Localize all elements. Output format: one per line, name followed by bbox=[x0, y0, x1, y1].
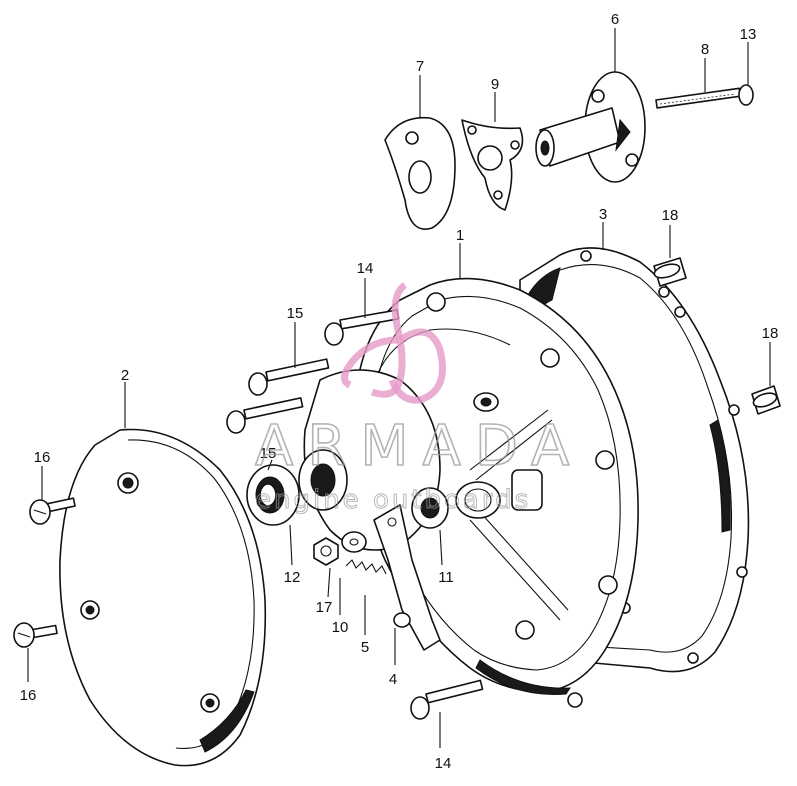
pin-4 bbox=[393, 612, 411, 628]
oil-seal-12 bbox=[246, 464, 300, 526]
screw-16-upper bbox=[29, 497, 76, 525]
callout-17: 17 bbox=[316, 599, 333, 616]
advancer-plate-7 bbox=[384, 116, 456, 230]
condenser-11 bbox=[411, 487, 449, 529]
watermark-tagline: engine outboards bbox=[255, 485, 531, 515]
callout-4: 4 bbox=[389, 671, 397, 688]
callout-3: 3 bbox=[599, 206, 607, 223]
callout-14-upper: 14 bbox=[357, 260, 374, 277]
callout-11: 11 bbox=[438, 569, 454, 586]
callout-12: 12 bbox=[284, 569, 301, 586]
watermark: ARMADA engine outboards bbox=[254, 282, 583, 516]
leader-lines bbox=[27, 28, 771, 748]
bolt-14-upper bbox=[324, 309, 400, 346]
callout-18-lower: 18 bbox=[762, 325, 779, 342]
bolt-8 bbox=[655, 87, 742, 109]
nut-17 bbox=[313, 537, 339, 566]
contact-breaker-5 bbox=[373, 504, 441, 651]
washer bbox=[341, 531, 367, 553]
dowel-18-upper bbox=[653, 257, 687, 287]
housing-1 bbox=[353, 277, 639, 708]
point-cover-2 bbox=[59, 428, 267, 767]
callout-15-lower: 15 bbox=[260, 445, 277, 462]
callout-1: 1 bbox=[456, 227, 464, 244]
callout-5: 5 bbox=[361, 639, 369, 656]
callout-16-upper: 16 bbox=[34, 449, 51, 466]
bolt-15-upper bbox=[248, 358, 330, 396]
spring-10 bbox=[345, 559, 387, 575]
callout-7: 7 bbox=[416, 58, 424, 75]
callout-2: 2 bbox=[121, 367, 129, 384]
callout-13: 13 bbox=[740, 26, 757, 43]
spark-advancer-6 bbox=[535, 71, 646, 183]
weight-plate-9 bbox=[461, 119, 524, 211]
dowel-18-lower bbox=[751, 385, 781, 415]
washer-13 bbox=[738, 84, 754, 106]
callout-18-upper: 18 bbox=[662, 207, 679, 224]
callout-labels: 1 2 3 4 5 6 7 8 9 10 11 12 13 14 14 15 1… bbox=[20, 11, 779, 772]
bolt-15-lower bbox=[226, 397, 304, 434]
watermark-brand: ARMADA bbox=[255, 414, 583, 479]
callout-15-upper: 15 bbox=[287, 305, 304, 322]
callout-9: 9 bbox=[491, 76, 499, 93]
breaker-base-plate bbox=[298, 369, 441, 551]
callout-8: 8 bbox=[701, 41, 709, 58]
callout-6: 6 bbox=[611, 11, 619, 28]
screw-16-lower bbox=[13, 622, 58, 648]
callout-10: 10 bbox=[332, 619, 349, 636]
callout-16-lower: 16 bbox=[20, 687, 37, 704]
bolt-14-lower bbox=[410, 679, 484, 720]
callout-14-lower: 14 bbox=[435, 755, 452, 772]
watermark-logo-icon bbox=[341, 282, 446, 404]
